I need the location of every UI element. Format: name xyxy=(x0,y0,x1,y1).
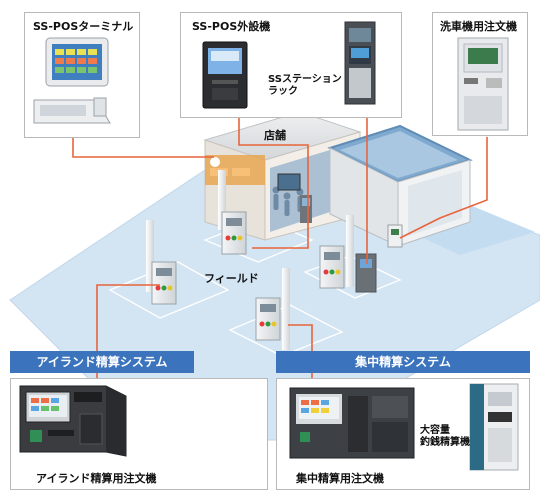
field-kiosk xyxy=(355,253,377,293)
island-system-banner: アイランド精算システム xyxy=(10,351,194,373)
car-wash-order-label: 洗車機用注文機 xyxy=(440,20,517,33)
rack-label-line-1: SSステーション xyxy=(268,74,342,85)
high-capacity-label: 大容量 釣銭精算機 xyxy=(420,425,470,449)
fuel-pumps xyxy=(151,211,403,341)
pump-3 xyxy=(319,245,345,289)
rack-label-line-2: ラック xyxy=(268,86,298,97)
central-system-banner: 集中精算システム xyxy=(276,351,530,373)
pump-1 xyxy=(151,261,177,305)
ss-pos-outdoor-label: SS-POS外設機 xyxy=(192,20,271,33)
island-machine-label: アイランド精算用注文機 xyxy=(36,472,157,485)
store-label: 店舗 xyxy=(264,129,286,142)
connector-lines xyxy=(72,107,488,378)
pump-2 xyxy=(221,211,247,255)
high-capacity-line-2: 釣銭精算機 xyxy=(420,437,470,448)
ss-pos-terminal-label: SS-POSターミナル xyxy=(33,20,134,33)
ss-station-rack-label: SSステーション ラック xyxy=(268,74,342,98)
car-wash-kiosk xyxy=(387,224,403,248)
canopy-pillars xyxy=(146,170,354,350)
central-machine-label: 集中精算用注文機 xyxy=(296,472,384,485)
pump-4 xyxy=(255,297,281,341)
field-label: フィールド xyxy=(204,272,259,285)
high-capacity-line-1: 大容量 xyxy=(420,425,450,436)
